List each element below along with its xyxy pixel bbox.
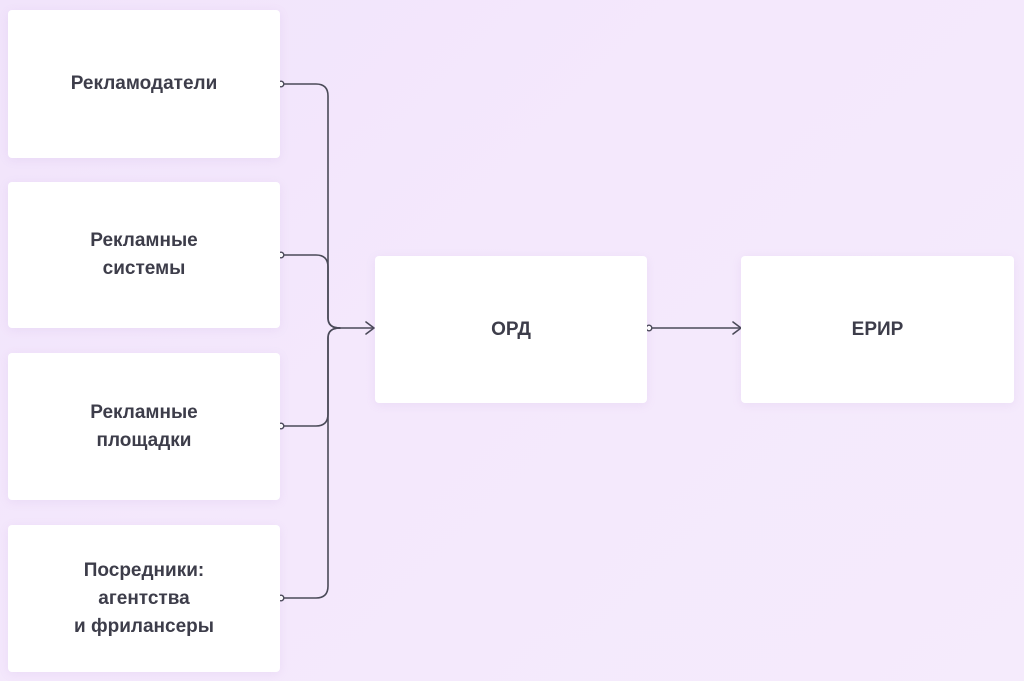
port-ord (645, 324, 653, 332)
node-erir-label: ЕРИР (851, 318, 904, 340)
connector-ad-platforms (282, 327, 341, 427)
node-advertisers-label: Рекламодатели (70, 73, 218, 94)
connector-intermediaries (282, 327, 341, 599)
node-erir: ЕРИР (741, 256, 1014, 403)
node-intermediaries-label: Посредники: агентства и фрилансеры (74, 559, 214, 637)
node-ad-systems: Рекламные системы (8, 182, 280, 328)
connector-ad-systems (282, 254, 341, 329)
node-ad-systems-label: Рекламные системы (90, 230, 198, 279)
node-intermediaries: Посредники: агентства и фрилансеры (8, 525, 280, 672)
arrowhead-erir (732, 321, 742, 335)
node-ad-platforms-label: Рекламные площадки (90, 401, 198, 451)
arrowhead-ord (365, 321, 375, 335)
node-ad-platforms: Рекламные площадки (8, 353, 280, 500)
node-ord: ОРД (375, 256, 647, 403)
connector-advertisers (282, 83, 341, 329)
node-advertisers: Рекламодатели (8, 10, 280, 158)
node-ord-label: ОРД (491, 318, 531, 340)
